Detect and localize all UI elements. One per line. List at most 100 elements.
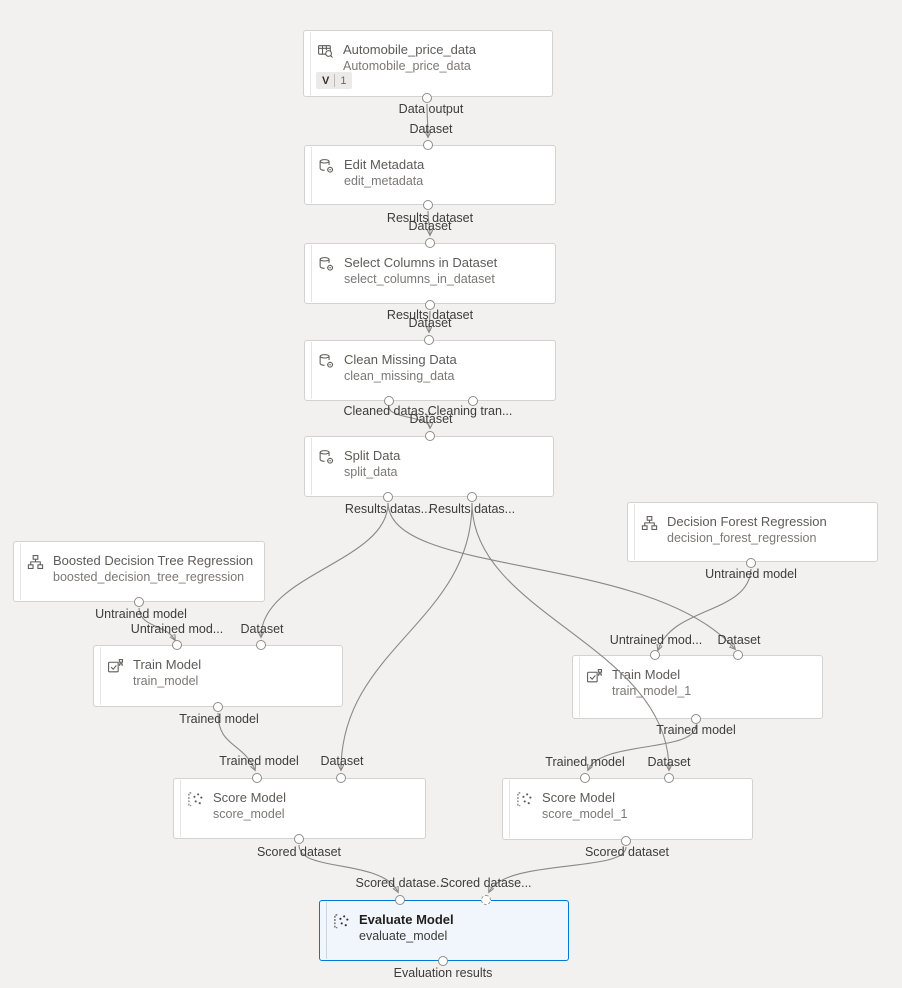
node-subtitle: train_model_1 xyxy=(612,684,692,698)
editmetadata-output-port[interactable] xyxy=(423,200,433,210)
port-label-dataset: Dataset xyxy=(409,122,453,136)
port-label-trained-model: Trained model xyxy=(656,723,736,737)
port-label-dataset: Dataset xyxy=(717,633,761,647)
port-label-scored-dataset-in1: Scored datase... xyxy=(355,876,447,890)
node-title: Train Model xyxy=(612,667,681,682)
scoremodel1-input-port-dataset[interactable] xyxy=(664,773,674,783)
node-title: Train Model xyxy=(133,657,202,672)
port-label-scored-dataset-in2: Scored datase... xyxy=(440,876,532,890)
splitdata-output-port-1[interactable] xyxy=(383,492,393,502)
forest-output-port[interactable] xyxy=(746,558,756,568)
port-label-dataset: Dataset xyxy=(409,412,453,426)
evaluate-output-port[interactable] xyxy=(438,956,448,966)
node-score-model-1[interactable]: Score Model score_model_1 xyxy=(502,778,753,840)
node-automobile-price-data[interactable]: Automobile_price_data Automobile_price_d… xyxy=(303,30,553,97)
scoremodel1-input-port-trained[interactable] xyxy=(580,773,590,783)
port-label-scored-dataset: Scored dataset xyxy=(256,845,342,859)
node-title: Edit Metadata xyxy=(344,157,425,172)
automobile-output-port[interactable] xyxy=(422,93,432,103)
port-label-results-dataset1: Results datas... xyxy=(344,502,432,516)
badge-divider xyxy=(334,74,336,87)
scatter-plot-icon xyxy=(187,791,204,808)
cleanmissing-input-port[interactable] xyxy=(424,335,434,345)
cleanmissing-output-port-2[interactable] xyxy=(468,396,478,406)
node-title: Evaluate Model xyxy=(359,912,454,927)
port-label-untrained-model: Untrained model xyxy=(95,607,187,621)
port-label-trained-model-in: Trained model xyxy=(545,755,625,769)
edge-split2-to-scoremodel-dataset xyxy=(341,502,473,770)
scoremodel-input-port-dataset[interactable] xyxy=(336,773,346,783)
scoremodel-output-port[interactable] xyxy=(294,834,304,844)
splitdata-input-port[interactable] xyxy=(425,431,435,441)
port-label-trained-model: Trained model xyxy=(179,712,259,726)
node-subtitle: clean_missing_data xyxy=(344,369,455,383)
trainmodel-input-port-untrained[interactable] xyxy=(172,640,182,650)
node-decision-forest-regression[interactable]: Decision Forest Regression decision_fore… xyxy=(627,502,878,562)
scoremodel-input-port-trained[interactable] xyxy=(252,773,262,783)
table-search-icon xyxy=(317,43,334,60)
evaluate-input-port-1[interactable] xyxy=(395,895,405,905)
node-subtitle: split_data xyxy=(344,465,398,479)
scoremodel1-output-port[interactable] xyxy=(621,836,631,846)
database-gear-icon xyxy=(318,158,335,175)
node-boosted-decision-tree-regression[interactable]: Boosted Decision Tree Regression boosted… xyxy=(13,541,265,602)
boosted-output-port[interactable] xyxy=(134,597,144,607)
selectcolumns-output-port[interactable] xyxy=(425,300,435,310)
database-gear-icon xyxy=(318,449,335,466)
node-train-model[interactable]: Train Model train_model xyxy=(93,645,343,707)
port-label-dataset: Dataset xyxy=(408,316,452,330)
node-title: Score Model xyxy=(213,790,286,805)
node-select-columns-in-dataset[interactable]: Select Columns in Dataset select_columns… xyxy=(304,243,556,304)
node-title: Clean Missing Data xyxy=(344,352,457,367)
selectcolumns-input-port[interactable] xyxy=(425,238,435,248)
train-model-icon xyxy=(107,658,124,675)
scatter-plot-icon xyxy=(516,791,533,808)
trainmodel-output-port[interactable] xyxy=(213,702,223,712)
editmetadata-input-port[interactable] xyxy=(423,140,433,150)
database-gear-icon xyxy=(318,353,335,370)
node-edit-metadata[interactable]: Edit Metadata edit_metadata xyxy=(304,145,556,205)
trainmodel1-input-port-untrained[interactable] xyxy=(650,650,660,660)
node-subtitle: edit_metadata xyxy=(344,174,424,188)
node-title: Decision Forest Regression xyxy=(667,514,827,529)
port-label-trained-model-in: Trained model xyxy=(219,754,299,768)
cleanmissing-output-port-1[interactable] xyxy=(384,396,394,406)
node-subtitle: score_model_1 xyxy=(542,807,628,821)
train-model-icon xyxy=(586,668,603,685)
port-label-data-output: Data output xyxy=(398,102,464,116)
node-clean-missing-data[interactable]: Clean Missing Data clean_missing_data xyxy=(304,340,556,401)
node-score-model[interactable]: Score Model score_model xyxy=(173,778,426,839)
tree-diagram-icon xyxy=(641,515,658,532)
port-label-untrained-model-in: Untrained mod... xyxy=(609,633,703,647)
node-subtitle: boosted_decision_tree_regression xyxy=(53,570,245,584)
evaluate-input-port-2[interactable] xyxy=(481,895,491,905)
port-label-dataset: Dataset xyxy=(647,755,691,769)
node-title: Boosted Decision Tree Regression xyxy=(53,553,254,568)
node-title: Score Model xyxy=(542,790,615,805)
port-label-cleaning-transformation: Cleaning tran... xyxy=(427,404,513,418)
port-label-dataset: Dataset xyxy=(408,219,452,233)
node-title: Select Columns in Dataset xyxy=(344,255,498,270)
node-subtitle: evaluate_model xyxy=(359,929,448,943)
node-title: Split Data xyxy=(344,448,401,463)
port-label-untrained-model: Untrained model xyxy=(705,567,797,581)
trainmodel1-input-port-dataset[interactable] xyxy=(733,650,743,660)
node-train-model-1[interactable]: Train Model train_model_1 xyxy=(572,655,823,719)
edge-split1-to-trainmodel-dataset xyxy=(261,502,389,637)
splitdata-output-port-2[interactable] xyxy=(467,492,477,502)
node-title: Automobile_price_data xyxy=(343,42,476,57)
tree-diagram-icon xyxy=(27,554,44,571)
node-subtitle: Automobile_price_data xyxy=(343,59,471,73)
node-subtitle: train_model xyxy=(133,674,199,688)
version-value: 1 xyxy=(340,74,347,87)
trainmodel-input-port-dataset[interactable] xyxy=(256,640,266,650)
port-label-dataset: Dataset xyxy=(240,622,284,636)
node-split-data[interactable]: Split Data split_data xyxy=(304,436,554,497)
dataset-version-badge[interactable]: V 1 xyxy=(316,72,353,89)
node-subtitle: select_columns_in_dataset xyxy=(344,272,495,286)
trainmodel1-output-port[interactable] xyxy=(691,714,701,724)
scatter-plot-icon xyxy=(333,913,350,930)
node-subtitle: decision_forest_regression xyxy=(667,531,817,545)
node-evaluate-model[interactable]: Evaluate Model evaluate_model xyxy=(319,900,569,961)
